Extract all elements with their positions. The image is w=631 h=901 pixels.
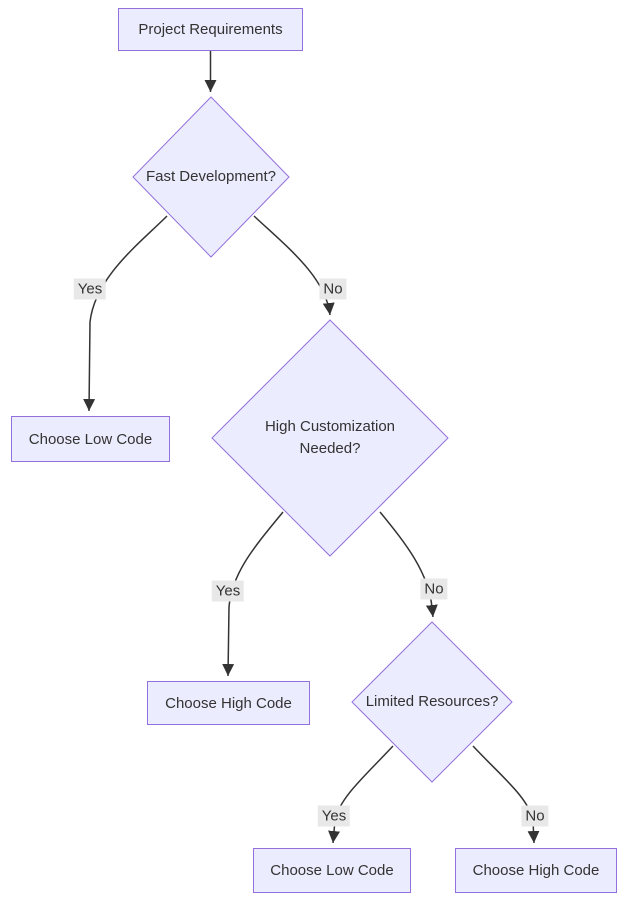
node-project-requirements-label: Project Requirements	[138, 21, 283, 38]
edge-fastdev-no-customization	[253, 215, 335, 316]
node-choose-low-code-2: Choose Low Code	[253, 848, 411, 893]
node-choose-high-code-2-label: Choose High Code	[472, 862, 600, 879]
node-choose-high-code-1-label: Choose High Code	[165, 694, 292, 712]
edge-label-fastdev-no: No	[319, 278, 347, 300]
node-choose-low-code-2-label: Choose Low Code	[270, 862, 394, 879]
node-choose-high-code-2: Choose High Code	[455, 848, 617, 893]
edge-label-customization-no: No	[420, 578, 448, 600]
edge-customization-no-resources	[379, 511, 438, 618]
node-project-requirements: Project Requirements	[118, 8, 303, 51]
node-choose-low-code-1-label: Choose Low Code	[28, 430, 153, 448]
node-choose-low-code-1: Choose Low Code	[11, 416, 170, 462]
node-limited-resources-shape	[351, 621, 513, 783]
edge-resources-yes-lowcode	[328, 745, 394, 844]
node-fast-development-shape	[132, 96, 290, 258]
edge-fastdev-yes-lowcode	[83, 215, 168, 412]
edge-label-customization-yes: Yes	[211, 580, 245, 602]
edge-label-resources-yes: Yes	[317, 805, 351, 827]
edge-resources-no-highcode	[472, 745, 540, 844]
node-choose-high-code-1: Choose High Code	[147, 681, 310, 725]
node-high-customization-shape	[211, 319, 449, 557]
edge-label-resources-no: No	[521, 805, 549, 827]
edge-label-fastdev-yes: Yes	[73, 278, 107, 300]
edge-customization-yes-highcode	[222, 511, 284, 677]
